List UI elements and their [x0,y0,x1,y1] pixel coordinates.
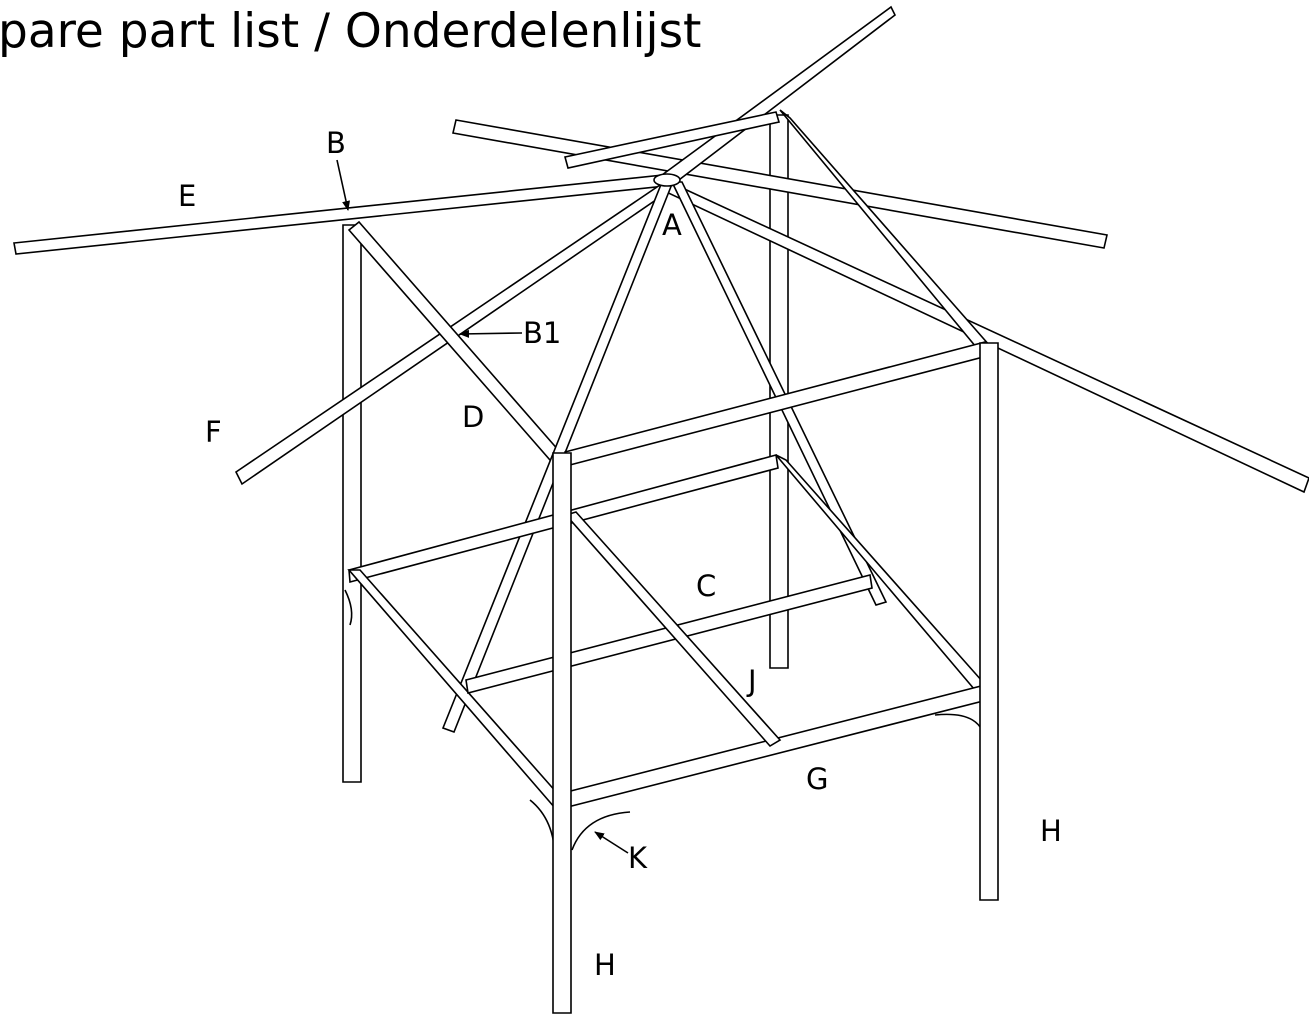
callout-arrow-k [594,831,629,854]
label-g: G [806,762,828,796]
label-d: D [462,400,484,434]
lower-frame [347,453,992,812]
label-h-right: H [1040,814,1062,848]
label-k: K [628,841,648,875]
corner-braces [344,589,986,861]
callout-arrow-b1 [459,329,523,338]
label-a: A [662,208,682,242]
label-b1: B1 [523,316,561,350]
part-labels: A B B1 C D E F G H H J K [178,126,1062,982]
posts-front [552,342,999,1014]
page-title: pare part list / Onderdelenlijst [0,4,702,59]
callout-arrows [336,159,629,854]
hub-connector [653,173,681,187]
label-f: F [205,415,222,449]
callout-arrow-b [336,159,350,211]
label-e: E [178,179,196,213]
label-h-front: H [594,948,616,982]
label-c: C [696,569,716,603]
label-b: B [326,126,346,160]
label-j: J [746,664,757,698]
